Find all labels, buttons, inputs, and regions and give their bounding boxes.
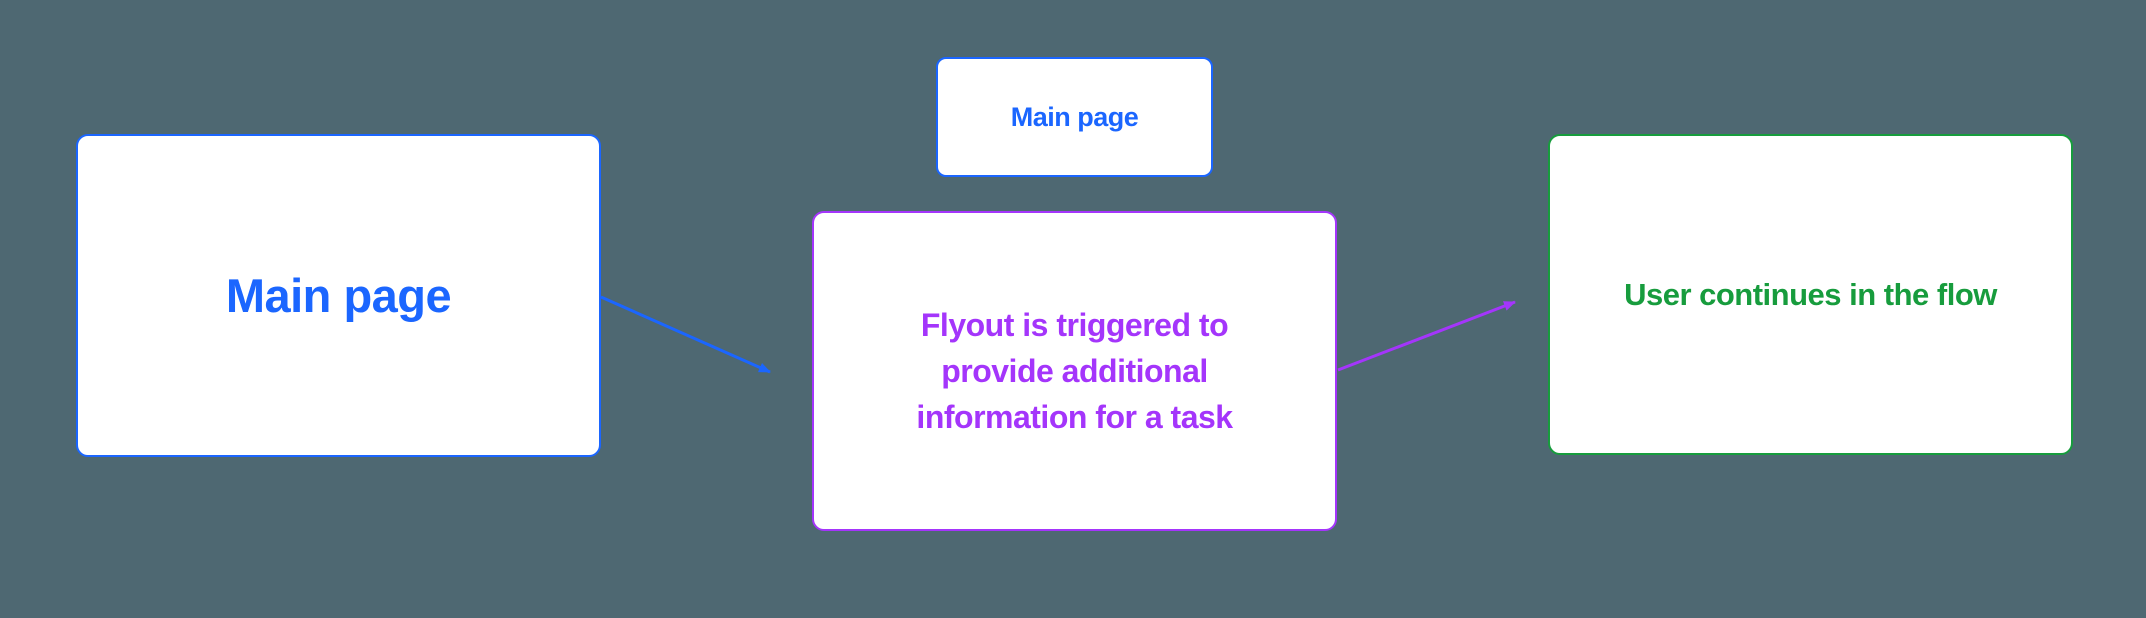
node-user-continues[interactable]: User continues in the flow [1548,134,2073,455]
node-flyout[interactable]: Flyout is triggered to provide additiona… [812,211,1337,531]
node-main-page-small[interactable]: Main page [936,57,1213,177]
node-flyout-label-line1: Flyout is triggered to [920,307,1229,343]
node-main-page-large[interactable]: Main page [76,134,601,457]
edge-main-to-flyout[interactable] [600,295,771,374]
edge-flyout-to-continue[interactable] [1337,300,1516,372]
node-flyout-label-line2: provide additional [941,353,1208,389]
node-user-continues-label: User continues in the flow [1624,276,1997,312]
node-main-page-large-label: Main page [225,269,452,322]
node-main-page-small-label: Main page [1010,101,1139,132]
node-flyout-label: Flyout is triggered to provide additiona… [916,302,1233,440]
node-flyout-label-line3: information for a task [916,399,1233,435]
